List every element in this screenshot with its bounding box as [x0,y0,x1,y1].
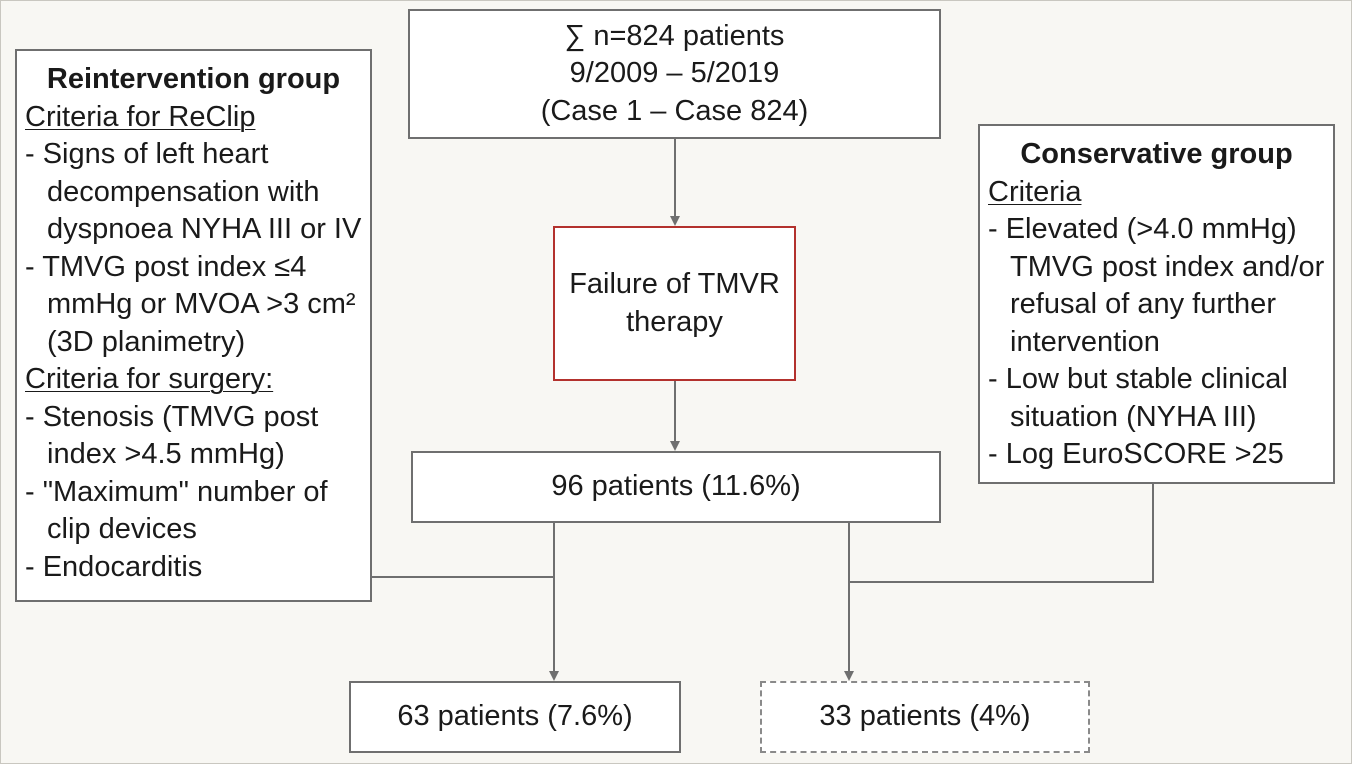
conservative-group-box: Conservative group Criteria - Elevated (… [978,124,1335,484]
total-count: ∑ n=824 patients [564,19,785,52]
surgery-item: - "Maximum" number of clip devices [25,475,328,546]
case-range: (Case 1 – Case 824) [540,94,809,127]
date-range: 9/2009 – 5/2019 [569,57,780,90]
total-patients-box: ∑ n=824 patients 9/2009 – 5/2019 (Case 1… [408,9,941,139]
reintervention-group-box: Reintervention group Criteria for ReClip… [15,49,372,602]
reclip-item: - Signs of left heart decompensation wit… [25,138,362,245]
failure-box: Failure of TMVR therapy [553,226,796,381]
conservative-title: Conservative group [1020,138,1293,170]
conservative-item: - Low but stable clinical situation (NYH… [988,363,1288,433]
failure-count-box: 96 patients (11.6%) [411,451,941,523]
connector-conservative [849,484,1154,583]
failure-count: 96 patients (11.6%) [551,470,801,503]
surgery-item: - Stenosis (TMVG post index >4.5 mmHg) [25,400,319,471]
reclip-heading: Criteria for ReClip [25,100,256,133]
reclip-item: - TMVG post index ≤4 mmHg or MVOA >3 cm²… [25,250,356,358]
reintervention-result-box: 63 patients (7.6%) [349,681,681,753]
conservative-result-box: 33 patients (4%) [760,681,1090,753]
conservative-count: 33 patients (4%) [819,700,1031,733]
reintervention-count: 63 patients (7.6%) [397,700,633,733]
reintervention-title: Reintervention group [46,63,341,95]
conservative-item: - Elevated (>4.0 mmHg) TMVG post index a… [988,213,1325,358]
surgery-heading: Criteria for surgery: [25,363,274,395]
conservative-heading: Criteria [988,175,1082,208]
failure-line2: therapy [626,305,723,338]
failure-line1: Failure of TMVR [569,268,780,300]
surgery-item: - Endocarditis [25,550,203,583]
conservative-item: - Log EuroSCORE >25 [988,438,1284,470]
